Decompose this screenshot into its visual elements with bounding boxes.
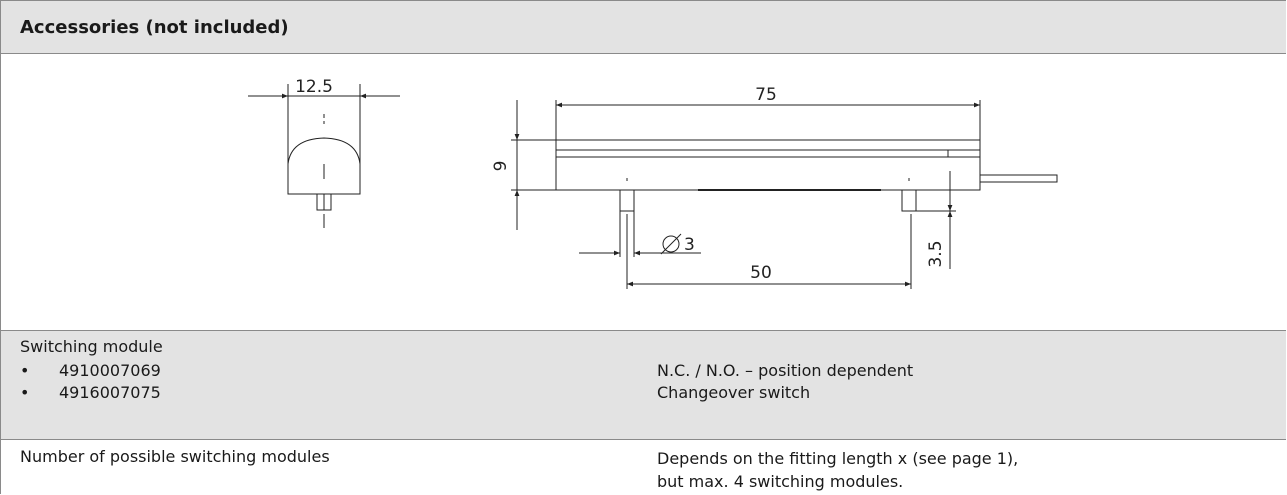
front-view — [511, 100, 1058, 289]
switching-module-row: Switching module • 4910007069 N.C. / N.O… — [1, 331, 1286, 440]
switching-module-label: Switching module — [20, 337, 163, 356]
dim-pin: 3.5 — [926, 240, 946, 267]
dim-width-side: 12.5 — [295, 77, 333, 97]
table-header: Accessories (not included) — [1, 1, 1286, 54]
bullet-icon: • — [20, 383, 30, 402]
possible-modules-line-1: Depends on the fitting length x (see pag… — [657, 449, 1019, 468]
bullet-icon: • — [20, 361, 30, 380]
possible-modules-row: Number of possible switching modules Dep… — [1, 440, 1286, 495]
side-view — [248, 84, 400, 228]
dim-diameter: 3 — [684, 235, 695, 255]
module-description: Changeover switch — [657, 383, 811, 402]
dim-height: 9 — [491, 161, 511, 172]
module-description: N.C. / N.O. – position dependent — [657, 361, 914, 380]
module-code: 4910007069 — [59, 361, 161, 380]
technical-drawing: 12.5 — [1, 54, 1286, 331]
drawing-svg: 12.5 — [248, 77, 1058, 289]
dim-length: 75 — [755, 85, 777, 105]
possible-modules-line-2: but max. 4 switching modules. — [657, 472, 904, 491]
possible-modules-value: Depends on the fitting length x (see pag… — [657, 447, 1018, 493]
possible-modules-label: Number of possible switching modules — [20, 447, 330, 466]
dim-spacing: 50 — [750, 263, 772, 283]
module-code: 4916007075 — [59, 383, 161, 402]
header-title: Accessories (not included) — [20, 16, 289, 38]
